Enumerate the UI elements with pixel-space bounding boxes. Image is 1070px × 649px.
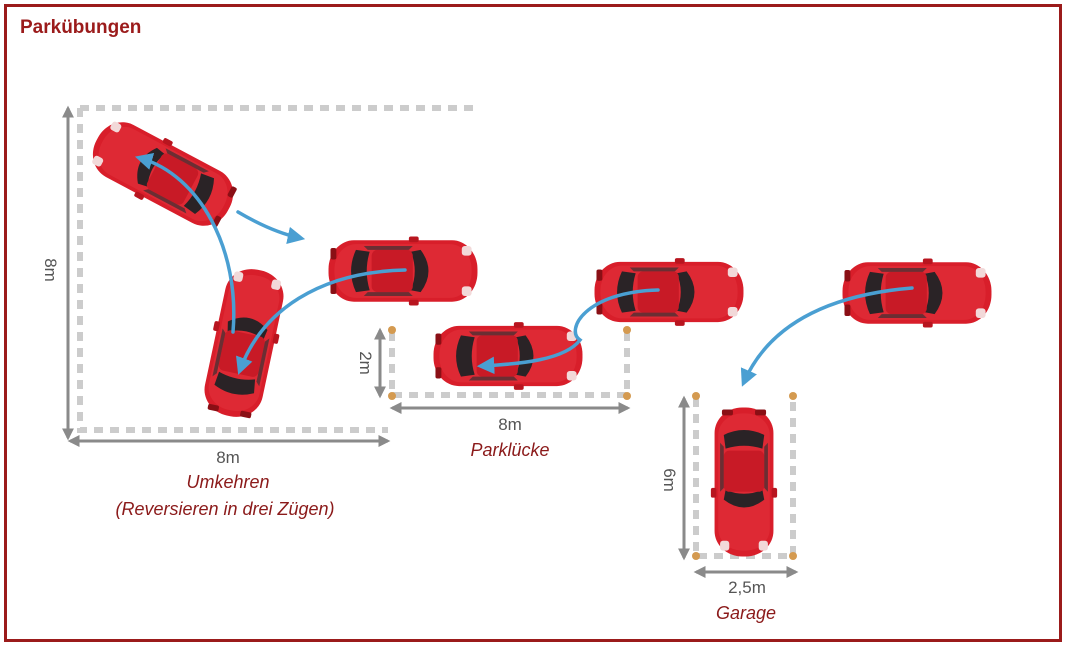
cone-marker	[388, 326, 396, 334]
cone-marker	[623, 392, 631, 400]
maneuver-arrow	[236, 268, 407, 375]
cone-marker	[623, 326, 631, 334]
parkluecke-caption: Parklücke	[470, 440, 549, 460]
page-title: Parkübungen	[20, 17, 142, 38]
maneuver-arrow	[740, 286, 914, 387]
umkehren-height-label: 8m	[41, 258, 60, 282]
cone-marker	[388, 392, 396, 400]
maneuver-arrow	[476, 288, 660, 375]
car-icon	[196, 263, 292, 423]
garage-depth-label: 6m	[660, 468, 679, 492]
garage-width-label: 2,5m	[728, 578, 766, 597]
car-icon	[710, 407, 778, 557]
parkluecke-length-label: 8m	[498, 415, 522, 434]
cone-marker	[789, 552, 797, 560]
cone-marker	[692, 552, 700, 560]
umkehren-boundary	[77, 105, 474, 433]
cone-marker	[692, 392, 700, 400]
diagram-frame	[4, 4, 1062, 642]
car-icon	[594, 258, 744, 326]
cone-marker	[789, 392, 797, 400]
garage-caption: Garage	[716, 603, 776, 623]
car-icon	[433, 322, 583, 390]
maneuver-arrow	[236, 210, 306, 244]
car-icon	[842, 258, 992, 328]
umkehren-caption: Umkehren	[186, 472, 269, 492]
umkehren-caption-subtitle: (Reversieren in drei Zügen)	[115, 499, 334, 519]
parkluecke-depth-label: 2m	[356, 351, 375, 375]
maneuver-arrow	[134, 152, 236, 334]
parkluecke-boundary	[389, 332, 630, 398]
umkehren-width-label: 8m	[216, 448, 240, 467]
car-icon	[81, 109, 245, 239]
